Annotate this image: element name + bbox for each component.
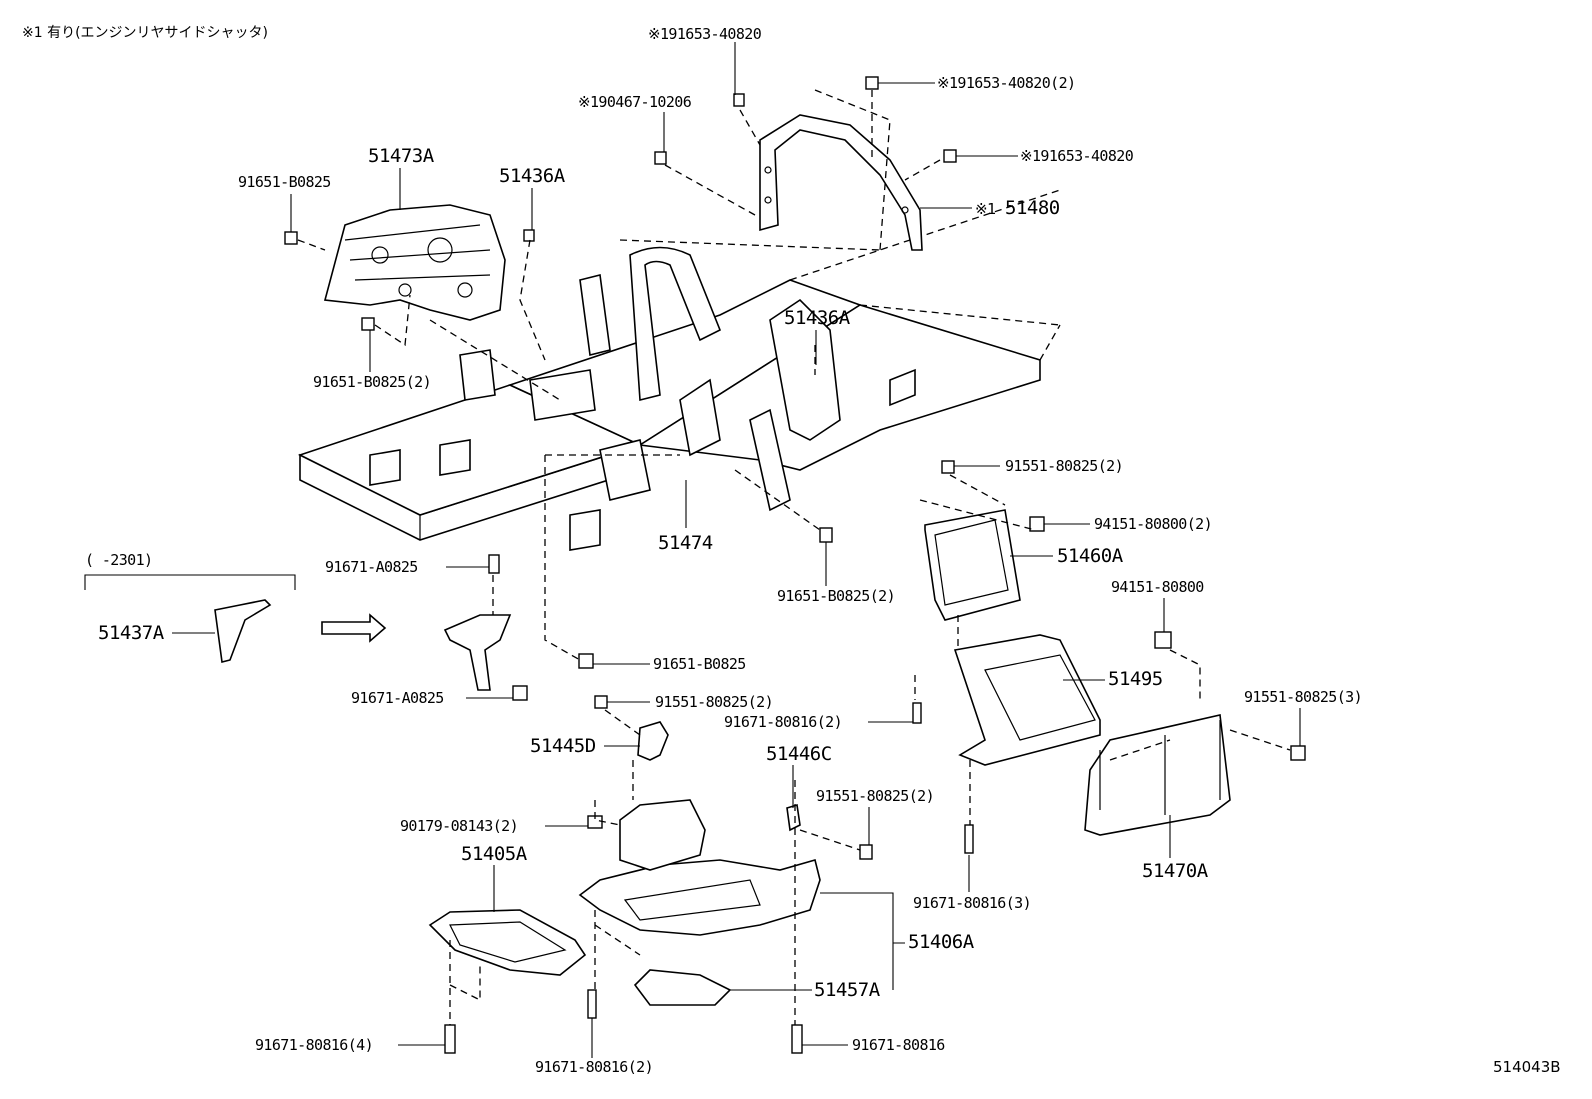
part-label-p28: 90179-08143(2)	[400, 817, 519, 835]
part-label-p15: 91651-B0825(2)	[777, 587, 896, 605]
part-label-p14: 51474	[658, 532, 713, 554]
bracket-51480	[759, 114, 923, 251]
part-label-p2: ※191653-40820(2)	[937, 74, 1076, 92]
plate-51495	[953, 634, 1101, 766]
part-label-p32: 51406A	[908, 931, 974, 953]
bracket-51445d	[637, 721, 669, 761]
part-label-p5b: 51480	[1005, 197, 1060, 219]
part-label-p11: 91551-80825(2)	[1005, 457, 1124, 475]
part-label-p10: 51436A	[784, 307, 850, 329]
part-label-p34: 91671-80816(4)	[255, 1036, 374, 1054]
part-label-p18: 51437A	[98, 622, 164, 644]
note-text: ※1 有り(エンジンリヤサイドシャッタ)	[22, 25, 269, 41]
part-label-p19: 91651-B0825	[653, 655, 746, 673]
part-label-p7: 51436A	[499, 165, 565, 187]
part-label-p12: 94151-80800(2)	[1094, 515, 1213, 533]
part-label-p16: 94151-80800	[1111, 578, 1204, 596]
part-label-p29: 51405A	[461, 843, 527, 865]
part-label-p22: 91671-A0825	[351, 689, 444, 707]
part-label-p8: 91651-B0825	[238, 173, 331, 191]
part-label-p25: 51445D	[530, 735, 596, 757]
plate-51405a	[428, 909, 587, 976]
range-bracket: ( -2301)	[85, 551, 153, 569]
part-label-p1: ※191653-40820	[648, 25, 762, 43]
part-label-p24: 91671-80816(2)	[724, 713, 843, 731]
plate-51457a	[633, 969, 732, 1006]
bracket-51437a	[214, 599, 512, 691]
part-label-p20: 51495	[1108, 668, 1163, 690]
part-label-p9: 91651-B0825(2)	[313, 373, 432, 391]
part-label-p36: 91671-80816	[852, 1036, 945, 1054]
part-label-p3: ※190467-10206	[578, 93, 692, 111]
figure-id: 514043B	[1493, 1058, 1561, 1076]
bracket-51446c	[786, 803, 801, 832]
part-label-p31: 51470A	[1142, 860, 1208, 882]
part-label-p23: 91551-80825(2)	[655, 693, 774, 711]
part-label-p33: 51457A	[814, 979, 880, 1001]
part-label-p21: 91551-80825(3)	[1244, 688, 1363, 706]
part-label-p26: 51446C	[766, 743, 832, 765]
skid-plate-51406a	[578, 799, 821, 936]
part-label-p6: 51473A	[368, 145, 434, 167]
part-label-p13: 51460A	[1057, 545, 1123, 567]
leader-lines	[172, 42, 1301, 1058]
part-label-p30: 91671-80816(3)	[913, 894, 1032, 912]
plate-51470a	[1084, 714, 1231, 836]
part-label-p35: 91671-80816(2)	[535, 1058, 654, 1076]
dashed-guide-lines	[297, 89, 1291, 1025]
arrow-icon	[321, 613, 387, 643]
part-label-p5: ※1	[975, 200, 996, 218]
part-label-p17: 91671-A0825	[325, 558, 418, 576]
heat-shield-51473a	[323, 204, 506, 321]
plate-51460a	[924, 509, 1021, 621]
part-label-p27: 91551-80825(2)	[816, 787, 935, 805]
part-label-p4: ※191653-40820	[1020, 147, 1134, 165]
chassis-frame	[297, 189, 1061, 551]
bolt-icons	[284, 76, 1306, 1054]
